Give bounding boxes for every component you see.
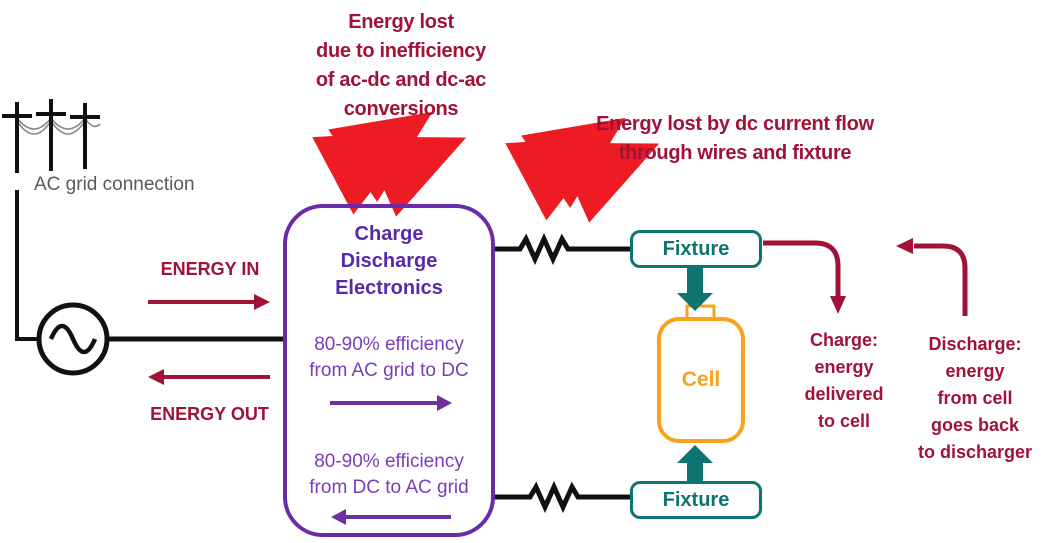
fixture-bottom-box: Fixture xyxy=(630,481,762,519)
efficiency-charge-line: from AC grid to DC xyxy=(309,360,469,381)
charge-note-line: to cell xyxy=(817,411,870,431)
wire-loss-label: Energy lost by dc current flow through w… xyxy=(580,110,890,168)
charge-note-line: delivered xyxy=(804,384,884,404)
electronics-title-line: Discharge xyxy=(340,250,438,272)
charge-note-line: energy xyxy=(814,357,874,377)
charge-note-line: Charge: xyxy=(809,330,878,350)
conversion-loss-line: due to inefficiency xyxy=(316,40,486,62)
discharge-note-line: Discharge: xyxy=(928,334,1022,354)
cell-box: Cell xyxy=(657,317,745,443)
grid-feed-wire xyxy=(15,190,41,341)
electronics-title-line: Charge xyxy=(354,223,424,245)
top-wire-resistor-icon xyxy=(494,232,631,266)
discharge-note-line: from cell xyxy=(937,388,1013,408)
conversion-loss-line: conversions xyxy=(343,98,459,120)
fixture-top-box: Fixture xyxy=(630,230,762,268)
conversion-loss-line: Energy lost xyxy=(348,11,454,33)
discharge-note: Discharge: energy from cell goes back to… xyxy=(895,331,1050,466)
power-line-icon xyxy=(2,99,101,173)
efficiency-discharge-label: 80-90% efficiency from DC to AC grid xyxy=(289,449,489,501)
fixture-bottom-label: Fixture xyxy=(662,488,730,511)
energy-out-label: ENERGY OUT xyxy=(150,404,269,424)
cell-label: Cell xyxy=(681,368,721,391)
efficiency-discharge-line: from DC to AC grid xyxy=(309,477,469,498)
charge-note: Charge: energy delivered to cell xyxy=(784,327,904,435)
discharge-note-line: to discharger xyxy=(917,442,1033,462)
electronics-box xyxy=(283,204,495,537)
fixture-top-label: Fixture xyxy=(662,237,730,260)
discharge-note-line: goes back xyxy=(930,415,1020,435)
discharge-note-line: energy xyxy=(945,361,1005,381)
conversion-heat-arrows-icon xyxy=(312,111,467,217)
discharge-flow-arrow xyxy=(896,238,968,316)
conversion-loss-line: of ac-dc and dc-ac xyxy=(315,69,487,91)
ac-source-icon xyxy=(36,302,110,376)
energy-in-arrow xyxy=(148,294,270,310)
efficiency-charge-line: 80-90% efficiency xyxy=(314,334,464,355)
electronics-title: Charge Discharge Electronics xyxy=(293,221,485,302)
fixture-to-cell-arrow xyxy=(677,267,713,311)
ac-grid-label: AC grid connection xyxy=(34,174,195,195)
efficiency-charge-label: 80-90% efficiency from AC grid to DC xyxy=(289,332,489,384)
charge-flow-arrow xyxy=(763,240,846,314)
cell-return-arrow xyxy=(677,445,713,484)
energy-out-arrow xyxy=(148,369,270,385)
efficiency-discharge-line: 80-90% efficiency xyxy=(314,451,464,472)
wire-loss-line: Energy lost by dc current flow xyxy=(596,113,874,135)
bottom-wire-resistor-icon xyxy=(494,480,631,514)
wire-loss-line: through wires and fixture xyxy=(618,142,852,164)
electronics-title-line: Electronics xyxy=(335,277,443,299)
conversion-loss-label: Energy lost due to inefficiency of ac-dc… xyxy=(266,8,536,124)
energy-in-label: ENERGY IN xyxy=(160,259,260,279)
